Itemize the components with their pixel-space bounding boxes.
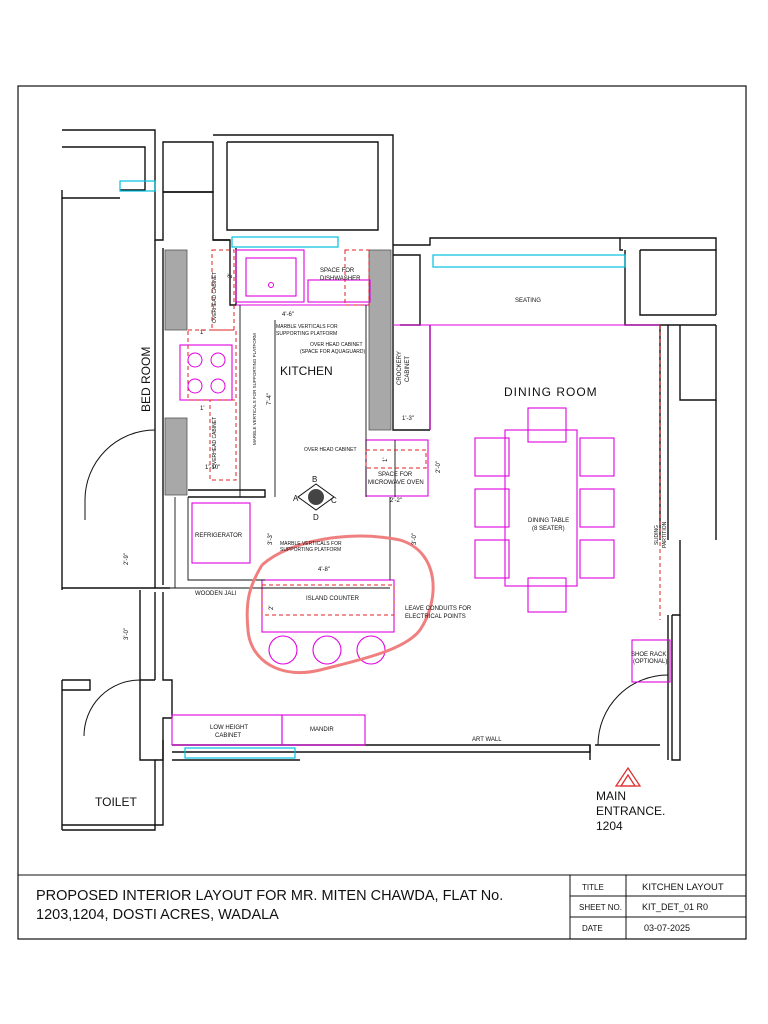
- room-dining: DINING ROOM: [504, 385, 598, 399]
- sheet-border: [17, 85, 747, 940]
- label-seating: SEATING: [515, 298, 541, 304]
- title-label: TITLE: [582, 883, 604, 892]
- label-refrigerator: REFRIGERATOR: [195, 533, 243, 539]
- dim-2-2: 2'-2": [390, 498, 402, 504]
- dim-3-0: 3'-0": [412, 533, 418, 545]
- walls: [61, 129, 717, 831]
- label-mandir: MANDIR: [310, 727, 334, 733]
- wall-fills: [164, 249, 392, 496]
- dim-4-8: 4'-8": [318, 567, 330, 573]
- kitchen-outlines: [170, 305, 396, 589]
- label-marble-verticals-2: SUPPORTING PLATFORM: [276, 331, 337, 337]
- label-microwave-1: SPACE FOR: [378, 472, 413, 478]
- label-conduits-1: LEAVE CONDUITS FOR: [405, 606, 472, 612]
- label-over-head-cabinet: OVER HEAD CABINET: [304, 447, 357, 453]
- label-overhead-aquaguard-1: OVER HEAD CABINET: [310, 342, 363, 348]
- sink-drain: [268, 282, 274, 288]
- label-view-d: D: [313, 513, 319, 522]
- dim-1b: 1': [200, 406, 204, 412]
- dim-2: 2': [228, 274, 234, 278]
- dim-4-6: 4'-6": [282, 312, 294, 318]
- label-low-height-1: LOW HEIGHT: [210, 725, 248, 731]
- dim-3-0b: 3'-0": [124, 628, 130, 640]
- label-dining-table-2: (8 SEATER): [532, 526, 565, 532]
- label-shoe-rack-2: (OPTIONAL): [633, 659, 667, 665]
- project-title-line2: 1203,1204, DOSTI ACRES, WADALA: [36, 907, 279, 923]
- title-block: [18, 874, 746, 939]
- label-view-a: A: [293, 494, 299, 503]
- label-view-b: B: [312, 475, 317, 484]
- label-space-dishwasher-2: DISHWASHER: [320, 276, 361, 282]
- dim-2-0: 2'-0": [436, 461, 442, 473]
- windows: [119, 180, 626, 759]
- dining-set: [474, 407, 615, 613]
- label-main-entrance-1: MAIN: [596, 789, 626, 803]
- label-sliding-partition-2: PARTITION: [662, 521, 668, 548]
- label-marble-verticals-1: MARBLE VERTICALS FOR: [276, 324, 338, 330]
- annotation-highlight: [245, 534, 435, 675]
- doors: [83, 429, 669, 746]
- label-wooden-jali: WOODEN JALI: [195, 591, 237, 597]
- label-conduits-2: ELECTRICAL POINTS: [405, 614, 466, 620]
- island-stools: [268, 635, 386, 665]
- date-label: DATE: [582, 924, 603, 933]
- title-value: KITCHEN LAYOUT: [642, 882, 724, 893]
- room-bed: BED ROOM: [139, 347, 153, 412]
- label-crockery-1: CROCKERY: [397, 351, 403, 385]
- label-sliding-partition-1: SLIDING: [654, 525, 660, 545]
- label-main-entrance-3: 1204: [596, 819, 623, 833]
- dim-1c: 1': [383, 458, 389, 462]
- entrance-arrow-icon: [614, 766, 642, 787]
- dim-3-3: 3'-3": [268, 533, 274, 545]
- overhead-cabinets: [187, 249, 661, 620]
- room-kitchen: KITCHEN: [280, 364, 333, 378]
- label-view-c: C: [331, 496, 337, 505]
- dim-2-9: 2'-9": [124, 553, 130, 565]
- label-overhead-cabinet-vert-1: OVERHEAD CABINET: [212, 272, 218, 323]
- label-dining-table-1: DINING TABLE: [528, 518, 569, 524]
- label-marble-vert-side: MARBLE VERTICALS FOR SUPPORTING PLATFORM: [252, 333, 257, 445]
- label-island-counter: ISLAND COUNTER: [306, 596, 360, 602]
- label-main-entrance-2: ENTRANCE.: [596, 804, 665, 818]
- label-overhead-aquaguard-2: (SPACE FOR AQUAGUARD): [300, 349, 366, 355]
- label-low-height-2: CABINET: [215, 733, 241, 739]
- dim-1a: 1': [200, 330, 204, 336]
- label-art-wall: ART WALL: [472, 737, 502, 743]
- date-value: 03-07-2025: [644, 923, 690, 933]
- sheet-value: KIT_DET_01 R0: [642, 902, 708, 912]
- label-marble-island-1: MARBLE VERTICALS FOR: [280, 541, 342, 547]
- project-title-line1: PROPOSED INTERIOR LAYOUT FOR MR. MITEN C…: [36, 888, 503, 904]
- dim-1-10: 1'-10": [205, 465, 220, 471]
- sheet-label: SHEET NO.: [579, 903, 622, 912]
- label-overhead-cabinet-vert-2: OVERHEAD CABINET: [212, 417, 218, 468]
- label-crockery-2: CABINET: [405, 356, 411, 382]
- dim-1-3: 1'-3": [402, 416, 414, 422]
- view-marker-icon: [297, 483, 335, 511]
- label-marble-island-2: SUPPORTING PLATFORM: [280, 547, 341, 553]
- dim-7-4: 7'-4": [267, 393, 273, 405]
- dim-2b: 2': [269, 606, 275, 610]
- label-shoe-rack-1: SHOE RACK: [631, 652, 666, 658]
- label-microwave-2: MICROWAVE OVEN: [368, 480, 424, 486]
- hob-burners: [187, 352, 226, 394]
- room-toilet: TOILET: [95, 795, 137, 809]
- label-space-dishwasher-1: SPACE FOR: [320, 268, 355, 274]
